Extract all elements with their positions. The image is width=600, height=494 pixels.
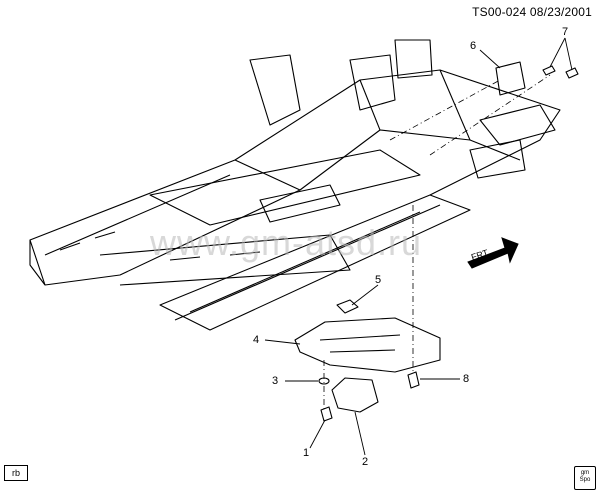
nut-part-5 (336, 299, 359, 314)
plate-part-2 (331, 377, 379, 413)
callout-1: 1 (303, 447, 310, 459)
bolt-part-7a (542, 65, 556, 76)
right-frame-rail (159, 194, 471, 331)
skid-plate-part-4 (294, 317, 441, 373)
gm-spo-icon: gm Spo (574, 466, 596, 490)
center-crossmember (149, 149, 421, 226)
callout-4: 4 (253, 334, 260, 346)
left-frame-rail (29, 159, 301, 286)
bracket-part-6 (495, 61, 526, 96)
callout-8: 8 (463, 373, 470, 385)
callout-2: 2 (362, 456, 369, 468)
bolt-part-8 (407, 371, 420, 389)
watermark: www.gm-atsd.ru (150, 222, 423, 263)
frt-arrow-icon (467, 237, 519, 269)
corner-icon-line1: gm (580, 470, 590, 476)
left-mount (249, 54, 301, 126)
rear-crossmember (234, 69, 561, 196)
header-id: TS00-024 08/23/2001 (472, 5, 592, 19)
callout-3: 3 (272, 375, 279, 387)
bolt-part-1 (320, 406, 333, 422)
callout-7: 7 (562, 26, 569, 38)
view-badge: rb (4, 465, 28, 481)
corner-icon-line2: Spo (579, 477, 591, 483)
callout-6: 6 (470, 40, 477, 52)
callout-5: 5 (375, 274, 382, 286)
